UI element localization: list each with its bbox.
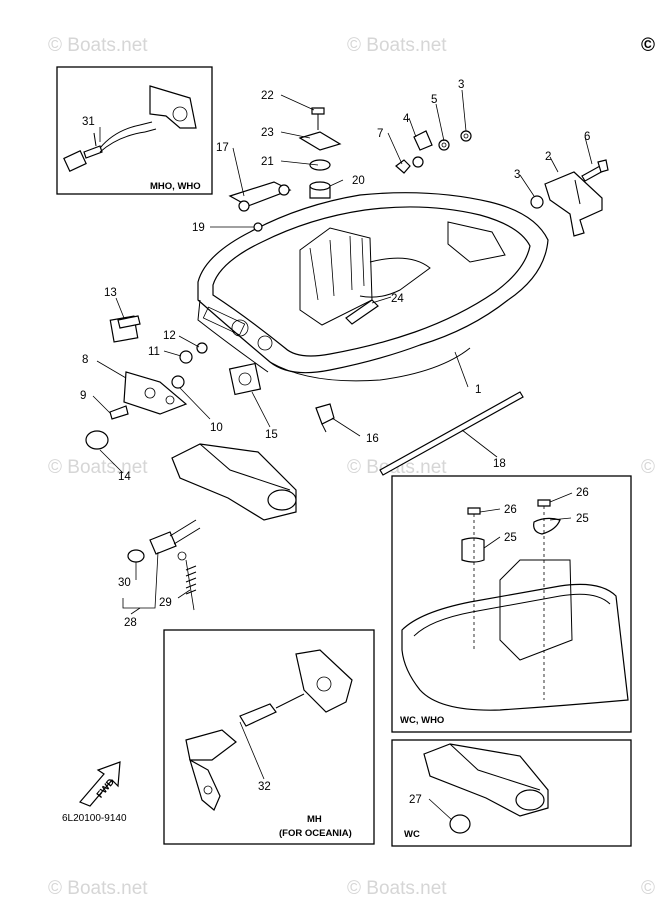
mh-oceania-parts — [185, 649, 353, 811]
callout-13: 13 — [104, 287, 117, 299]
callout-17: 17 — [216, 142, 229, 154]
rod-18 — [379, 391, 524, 476]
inset-box-mh-oceania — [163, 629, 375, 845]
callout-7: 7 — [377, 128, 383, 140]
callout-3: 3 — [458, 79, 464, 91]
callout-11: 11 — [148, 346, 160, 358]
callout-18: 18 — [493, 458, 506, 470]
callout-30: 30 — [118, 577, 131, 589]
callout-25: 25 — [576, 513, 589, 525]
diagram-code: 6L20100-9140 — [62, 813, 127, 824]
switch-assembly-31 — [63, 85, 197, 172]
bracket-2 — [544, 171, 603, 237]
callout-6: 6 — [584, 131, 590, 143]
watermark: © Boats.net — [48, 878, 148, 899]
inset-box-wc — [391, 739, 632, 847]
lever-assembly — [127, 443, 297, 611]
callout-22: 22 — [261, 90, 274, 102]
callout-31: 31 — [82, 116, 95, 128]
inset-box-mho-who — [56, 66, 213, 195]
watermarks: © Boats.net © Boats.net © Boats.net © Bo… — [48, 35, 655, 899]
inset-label-mho-who: MHO, WHO — [150, 181, 201, 192]
callout-25: 25 — [504, 532, 517, 544]
callout-1: 1 — [475, 384, 481, 396]
watermark: © Boats.net — [347, 878, 447, 899]
watermark: © Boats.net — [48, 457, 148, 478]
callout-26: 26 — [576, 487, 589, 499]
bottom-cowling-1 — [197, 192, 549, 382]
callout-29: 29 — [159, 597, 172, 609]
copyright-mark: © — [641, 35, 655, 56]
small-parts-left — [85, 315, 262, 450]
callout-4: 4 — [403, 113, 410, 125]
callout-24: 24 — [391, 293, 404, 305]
fwd-arrow-icon: FWD — [78, 761, 121, 807]
leader-lines — [92, 89, 593, 821]
inset-label-wc: WC — [404, 829, 420, 840]
callout-3: 3 — [514, 169, 520, 181]
callout-15: 15 — [265, 429, 278, 441]
callout-32: 32 — [258, 781, 271, 793]
callout-12: 12 — [163, 330, 176, 342]
callout-21: 21 — [261, 156, 274, 168]
callout-2: 2 — [545, 151, 551, 163]
watermark: © — [641, 878, 655, 899]
callout-26: 26 — [504, 504, 517, 516]
cowling-detail-wc-who — [401, 499, 629, 711]
callout-9: 9 — [80, 390, 86, 402]
callout-23: 23 — [261, 127, 274, 139]
callout-numbers: 1 2 3 3 4 5 6 7 8 9 10 11 12 13 14 15 16… — [80, 79, 590, 806]
inset-label-wc-who: WC, WHO — [400, 715, 444, 726]
watermark: © Boats.net — [48, 35, 148, 56]
inset-label-mh: MH — [307, 814, 322, 825]
bolt-6 — [581, 159, 609, 182]
plate-23-bolt-22 — [298, 107, 342, 199]
callout-10: 10 — [210, 422, 223, 434]
callout-14: 14 — [118, 471, 131, 483]
callout-16: 16 — [366, 433, 379, 445]
callout-5: 5 — [431, 94, 437, 106]
watermark: © Boats.net — [347, 35, 447, 56]
callout-8: 8 — [82, 354, 88, 366]
wc-parts — [423, 743, 549, 834]
grommets — [395, 130, 544, 209]
parts-16-24-19 — [253, 222, 379, 433]
callout-20: 20 — [352, 175, 365, 187]
cover-17 — [228, 181, 292, 212]
watermark: © — [641, 457, 655, 478]
callout-27: 27 — [409, 794, 422, 806]
callout-28: 28 — [124, 617, 137, 629]
inset-box-wc-who — [391, 475, 632, 733]
callout-19: 19 — [192, 222, 205, 234]
inset-label-oceania: (FOR OCEANIA) — [279, 828, 352, 839]
